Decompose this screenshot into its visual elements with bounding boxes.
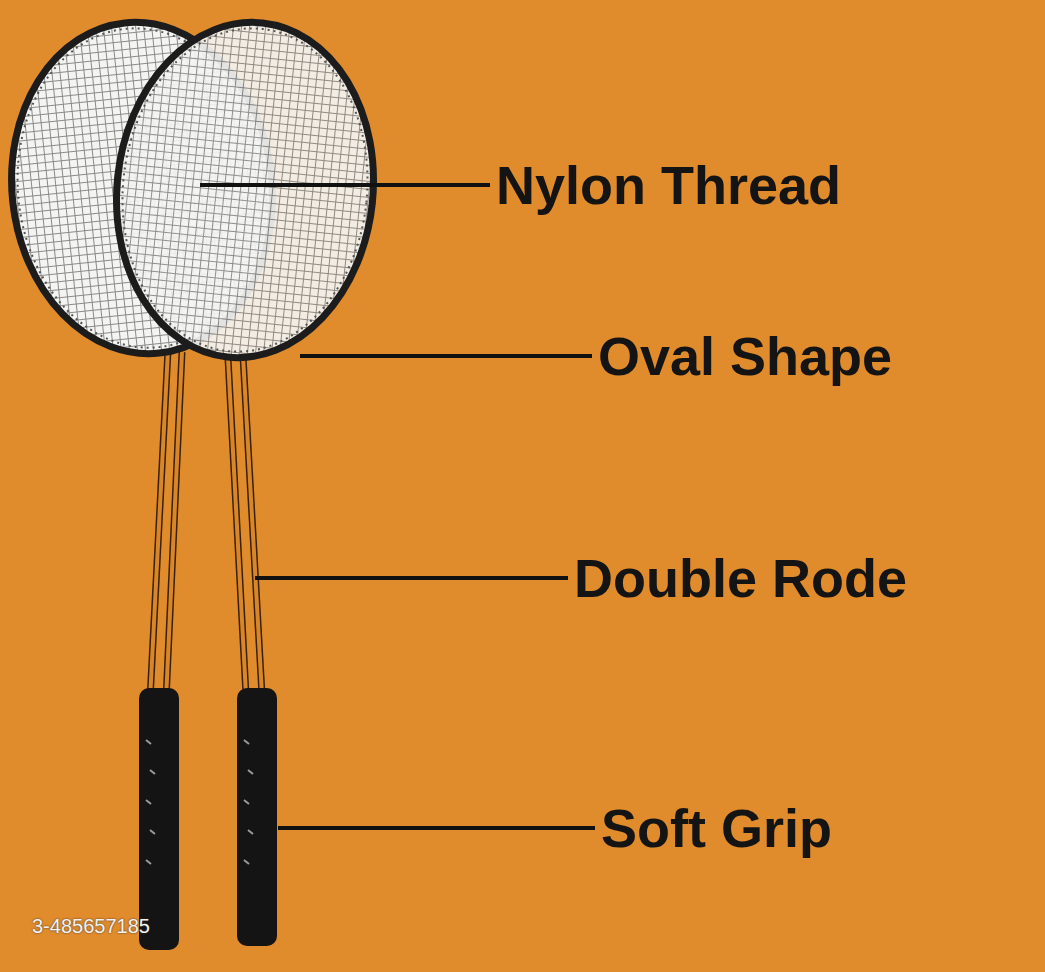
part-label: Soft Grip bbox=[601, 801, 832, 855]
leader-line bbox=[200, 185, 595, 828]
part-label: Nylon Thread bbox=[496, 158, 841, 212]
racket-grip bbox=[139, 688, 277, 950]
watermark: 3-485657185 bbox=[32, 916, 150, 936]
part-label: Double Rode bbox=[574, 551, 907, 605]
racket-rods bbox=[150, 350, 262, 700]
part-label: Oval Shape bbox=[598, 329, 892, 383]
racket-head bbox=[100, 10, 390, 371]
